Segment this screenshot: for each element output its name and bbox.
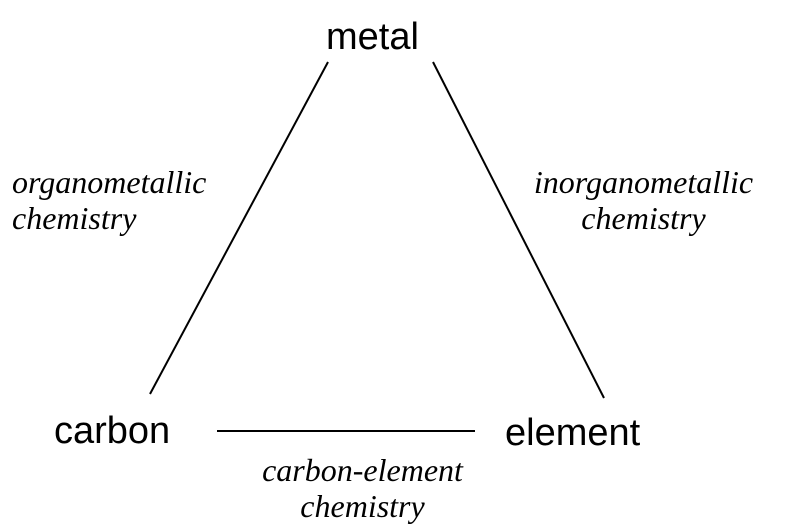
node-carbon: carbon [54, 410, 171, 452]
edge-label-carbon-element-line2: chemistry [300, 488, 425, 524]
edge-label-inorganometallic-line1: inorganometallic [533, 164, 754, 200]
edge-label-inorganometallic-line2: chemistry [581, 200, 706, 236]
edge-label-carbon-element-line1: carbon-element [262, 452, 463, 488]
edge-label-organometallic-line2: chemistry [12, 200, 137, 236]
edge-label-inorganometallic: inorganometallic chemistry [506, 164, 781, 236]
node-element: element [505, 412, 641, 454]
line-metal-carbon [149, 61, 329, 395]
line-metal-element [432, 61, 605, 399]
node-metal: metal [326, 16, 419, 58]
edge-label-carbon-element: carbon-element chemistry [225, 452, 500, 524]
edge-label-organometallic: organometallic chemistry [12, 164, 206, 236]
edge-label-organometallic-line1: organometallic [12, 164, 207, 200]
